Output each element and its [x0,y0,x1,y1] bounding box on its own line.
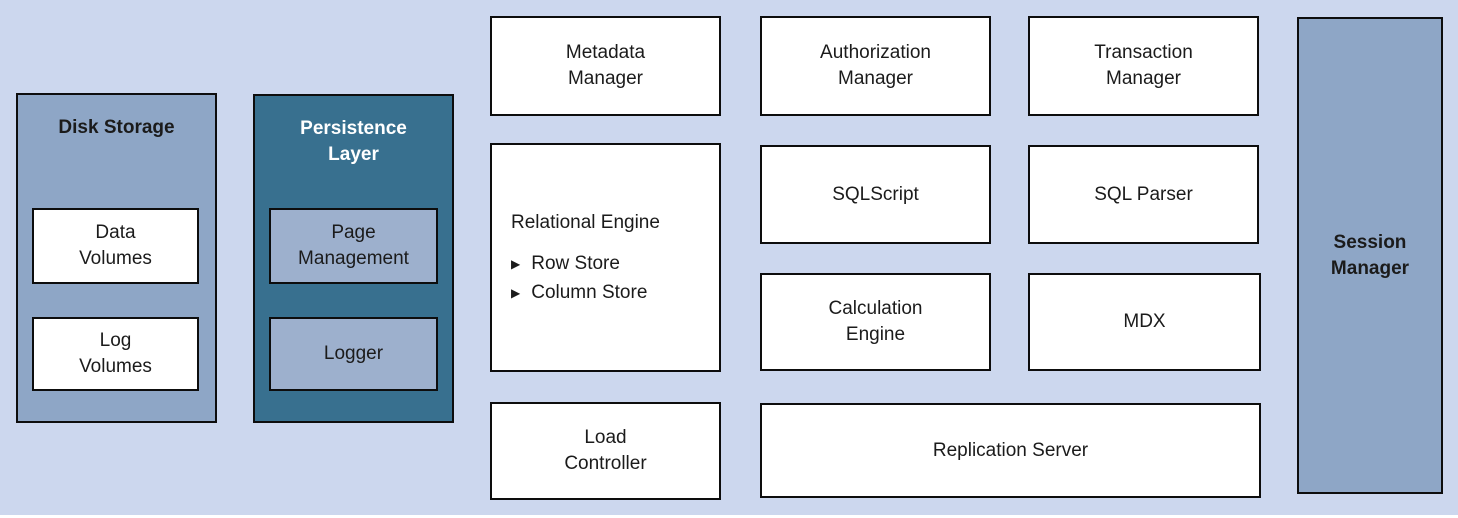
data-volumes-box: Data Volumes [32,208,199,284]
sqlscript-label: SQLScript [832,183,919,205]
metadata-manager-label: Metadata Manager [565,42,646,89]
calculation-engine-box: Calculation Engine [760,273,991,371]
sqlscript-box: SQLScript [760,145,991,244]
log-volumes-box: Log Volumes [32,317,199,391]
load-controller-box: Load Controller [490,402,721,500]
log-volumes-label: Log Volumes [79,330,152,377]
sql-parser-label: SQL Parser [1094,183,1193,205]
data-volumes-label: Data Volumes [79,222,152,269]
mdx-label: MDX [1123,311,1166,332]
disk-storage-title: Disk Storage [58,117,175,138]
replication-server-label: Replication Server [932,439,1089,461]
metadata-manager-box: Metadata Manager [490,16,721,116]
page-management-box: Page Management [269,208,438,284]
sql-parser-box: SQL Parser [1028,145,1259,244]
mdx-box: MDX [1028,273,1261,371]
logger-label: Logger [323,343,384,364]
relational-engine-title: Relational Engine [511,211,660,233]
load-controller-label: Load Controller [564,427,647,474]
bullet-triangle-icon: ▶ [511,256,521,271]
column-store-item: ▶ Column Store [511,280,647,306]
replication-server-box: Replication Server [760,403,1261,498]
relational-engine-box: Relational Engine ▶ Row Store ▶ Column S… [490,143,721,372]
authorization-manager-label: Authorization Manager [820,42,931,89]
session-manager-title: Session Manager [1330,231,1410,279]
transaction-manager-box: Transaction Manager [1028,16,1259,116]
logger-box: Logger [269,317,438,391]
bullet-triangle-icon: ▶ [511,285,521,300]
persistence-layer-title: Persistence Layer [300,118,407,165]
calculation-engine-label: Calculation Engine [828,298,923,345]
column-store-label: Column Store [531,281,648,303]
row-store-item: ▶ Row Store [511,251,620,277]
session-manager-panel: Session Manager [1297,17,1443,494]
row-store-label: Row Store [531,252,620,274]
transaction-manager-label: Transaction Manager [1094,42,1193,89]
authorization-manager-box: Authorization Manager [760,16,991,116]
page-management-label: Page Management [298,222,409,269]
